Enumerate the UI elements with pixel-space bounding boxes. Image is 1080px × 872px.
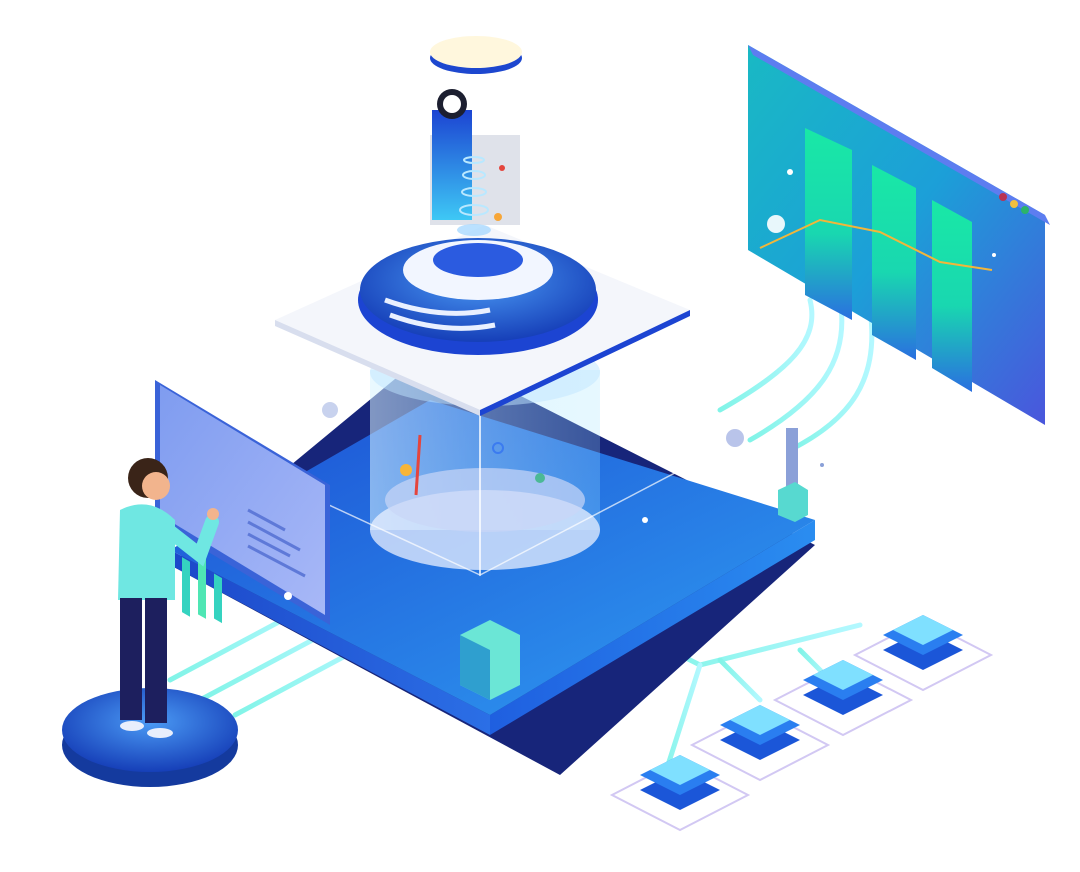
- server-stack-4: [852, 615, 994, 692]
- dashboard-screen: [748, 45, 1050, 425]
- dashboard-bar-2: [872, 165, 916, 360]
- dashboard-bar-1: [805, 128, 852, 320]
- server-stacks: [609, 615, 994, 832]
- server-stack-1: [609, 755, 751, 832]
- person: [118, 458, 219, 738]
- top-lid: [275, 225, 690, 416]
- beam-tower: [430, 36, 522, 236]
- corner-pillars: [460, 428, 808, 700]
- dashboard-trend-line: [759, 218, 993, 271]
- server-stack-2: [689, 705, 831, 782]
- dashboard-bar-3: [932, 200, 972, 392]
- sparkles: [284, 402, 824, 600]
- side-panel: [155, 380, 330, 625]
- server-stack-3: [772, 660, 914, 737]
